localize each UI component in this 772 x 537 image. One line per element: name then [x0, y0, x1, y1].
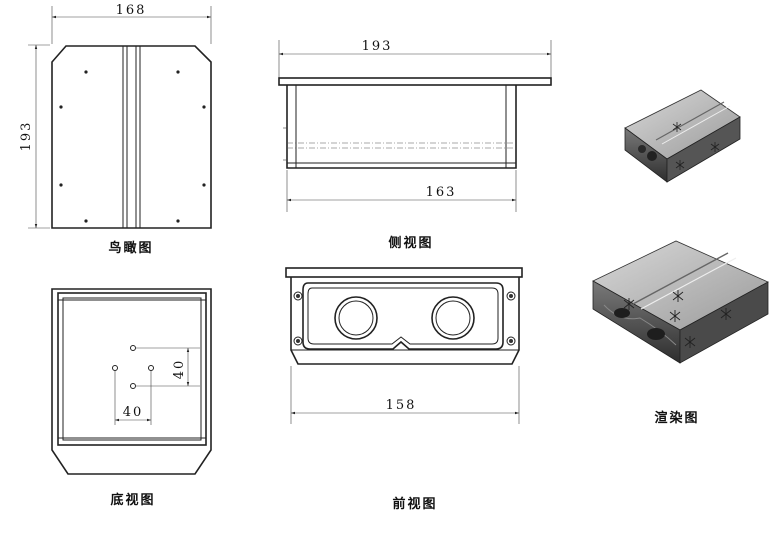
front-lid: [285, 267, 523, 278]
top-view-caption: 鸟瞰图: [108, 240, 153, 256]
front-window-panel: [302, 282, 504, 350]
bottom-vertical-dimension: 40: [172, 359, 187, 380]
side-top-dimension: 193: [362, 39, 393, 54]
bottom-horizontal-dimension: 40: [123, 405, 144, 420]
bottom-view: 40 40 底视图: [51, 288, 212, 508]
front-view-caption: 前视图: [392, 496, 437, 512]
render-small: [624, 89, 741, 183]
bottom-view-caption: 底视图: [110, 492, 155, 508]
render-large: 渲染图: [592, 240, 769, 426]
top-outline: [51, 45, 212, 229]
render-caption: 渲染图: [654, 410, 699, 426]
front-screws: [293, 291, 516, 346]
right-lens: [431, 296, 475, 340]
top-screws: [59, 70, 206, 223]
side-bottom-dimension: 163: [426, 185, 457, 200]
left-lens: [334, 296, 378, 340]
front-view: 158 前视图: [285, 267, 523, 512]
side-view: 193 163 侧视图: [278, 39, 552, 251]
side-body: [286, 85, 517, 169]
front-width-dimension: 158: [386, 398, 417, 413]
top-view: 168 193 鸟瞰图: [19, 3, 212, 256]
side-lid: [278, 77, 552, 86]
bottom-holes: [112, 345, 154, 389]
top-height-dimension: 193: [19, 121, 34, 152]
bottom-outline: [51, 288, 212, 475]
front-body: [290, 277, 520, 365]
side-view-caption: 侧视图: [388, 235, 433, 251]
top-width-dimension: 168: [116, 3, 147, 18]
